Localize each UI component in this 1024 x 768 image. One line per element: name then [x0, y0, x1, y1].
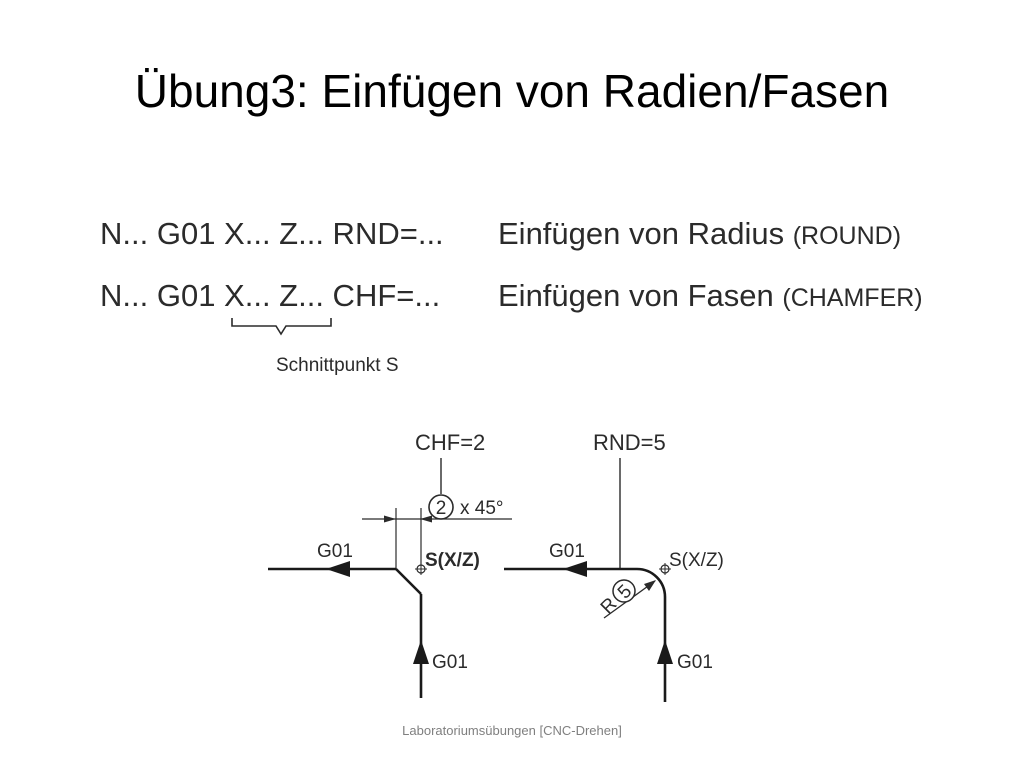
radius-header: RND=5: [593, 430, 666, 455]
brace-label: Schnittpunkt S: [276, 355, 399, 376]
chamfer-dimension-suffix: x 45°: [460, 498, 504, 519]
chamfer-point-label: S(X/Z): [425, 550, 480, 571]
chamfer-diagram: CHF=2 2 x 45° G01 S(X/Z) G0: [268, 430, 512, 698]
syntax-description-round: Einfügen von Radius (ROUND): [498, 218, 901, 249]
dimension-arrow-icon: [384, 515, 396, 523]
chamfer-path-label-vertical: G01: [432, 652, 468, 673]
arrow-up-icon: [657, 640, 673, 664]
syntax-description-text: Einfügen von Fasen: [498, 278, 774, 313]
arrow-up-icon: [413, 640, 429, 664]
syntax-abbreviation: (ROUND): [792, 222, 902, 250]
dimension-arrow-icon: [420, 515, 432, 523]
rounded-contour: [504, 567, 667, 702]
radius-circle-icon: [612, 579, 636, 603]
slide-footer: Laboratoriumsübungen [CNC-Drehen]: [402, 723, 622, 738]
chamfer-header: CHF=2: [415, 430, 485, 455]
arrow-left-icon: [563, 561, 587, 577]
slide-title: Übung3: Einfügen von Radien/Fasen: [134, 65, 890, 117]
radius-path-label-horizontal: G01: [549, 541, 585, 562]
radius-point-label: S(X/Z): [669, 550, 724, 571]
chamfer-path-label-horizontal: G01: [317, 541, 353, 562]
syntax-code-round: N... G01 X... Z... RND=...: [100, 216, 444, 251]
syntax-code-chamfer: N... G01 X... Z... CHF=...: [100, 278, 441, 313]
radius-diagram: RND=5 5 R G01 S(X/Z) G01: [504, 430, 724, 702]
radius-arrow-icon: [644, 580, 656, 591]
chamfer-edge: [395, 568, 422, 595]
brace-icon: [231, 318, 332, 336]
syntax-description-chamfer: Einfügen von Fasen (CHAMFER): [498, 280, 923, 311]
syntax-description-text: Einfügen von Radius: [498, 216, 785, 251]
syntax-abbreviation: (CHAMFER): [782, 284, 923, 312]
chamfer-dimension-number: 2: [436, 498, 447, 519]
arrow-left-icon: [326, 561, 350, 577]
radius-path-label-vertical: G01: [677, 652, 713, 673]
